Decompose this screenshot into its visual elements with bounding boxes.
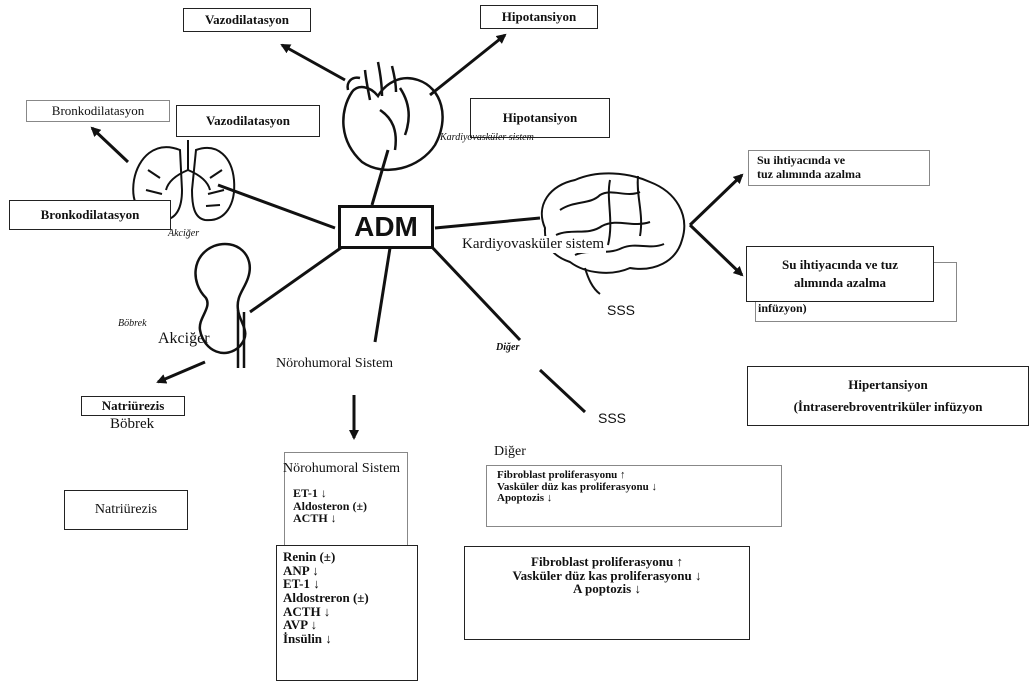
spoke-kidney — [249, 243, 346, 314]
norohumoral-big-item: AVP ↓ — [283, 617, 318, 633]
spoke-brain — [434, 216, 541, 230]
spoke-heart — [370, 149, 390, 206]
sss-lower-label: SSS — [598, 410, 627, 426]
arrow-hipotansiyon — [429, 33, 507, 97]
diger-big-item: A poptozis ↓ — [573, 581, 641, 597]
norohumoral-upper-label: Nörohumoral Sistem — [276, 356, 394, 371]
kardiyovaskuler-italic-caption: Kardiyovasküler sistem — [440, 132, 534, 143]
arrow-brain-upper — [688, 173, 744, 227]
norohumoral-big-item: Aldostreron (±) — [283, 589, 369, 605]
sss-upper-label: SSS — [607, 302, 636, 318]
brain-icon — [540, 172, 686, 295]
norohumoral-big-list: Renin (±) ANP ↓ ET-1 ↓ Aldostreron (±) A… — [283, 550, 411, 645]
arrow-brain-lower — [688, 223, 744, 277]
su-ihtiyaci-big-box: Su ihtiyacında ve tuz alımında azalma — [746, 246, 934, 302]
su-small-line1: Su ihtiyacında ve — [757, 153, 846, 167]
kardiyovaskuler-sistem-label: Kardiyovasküler sistem — [460, 236, 607, 253]
diger-big-box: Fibroblast proliferasyonu ↑ Vasküler düz… — [464, 546, 750, 640]
norohumoral-big-item: ET-1 ↓ — [283, 576, 320, 592]
vazodilatasyon-label-mid: Vazodilatasyon — [176, 105, 320, 137]
arrow-natriurezis — [156, 360, 206, 384]
diger-italic-caption: Diğer — [496, 342, 520, 353]
norohumoral-big-item: ACTH ↓ — [283, 603, 331, 619]
su-big-line1: Su ihtiyacında ve tuz — [782, 257, 898, 272]
su-big-line2: alımında azalma — [793, 275, 887, 290]
infuzyon-partial-text: infüzyon) — [758, 301, 807, 315]
diger-small-item: Vasküler düz kas proliferasyonu ↓ — [497, 480, 657, 493]
diger-big-item: Vasküler düz kas proliferasyonu ↓ — [512, 567, 702, 583]
bobrek-italic-caption: Böbrek — [118, 318, 147, 329]
kidney-icon — [194, 242, 251, 368]
su-ihtiyaci-small-box: Su ihtiyacında ve tuz alımında azalma — [748, 150, 930, 186]
heart-icon — [342, 61, 444, 171]
norohumoral-big-item: Renin (±) — [283, 549, 336, 564]
hipertansiyon-box: Hipertansiyon (İntraserebroventriküler i… — [747, 366, 1029, 426]
diger-small-item: Fibroblast proliferasyonu ↑ — [497, 469, 626, 481]
spoke-lung — [217, 183, 336, 230]
diger-small-box: Fibroblast proliferasyonu ↑ Vasküler düz… — [486, 465, 782, 527]
spoke-norohumoral — [373, 247, 392, 343]
diger-big-list: Fibroblast proliferasyonu ↑ Vasküler düz… — [471, 555, 743, 596]
spoke-diger — [428, 243, 522, 342]
norohumoral-big-item: İnsülin ↓ — [283, 630, 332, 646]
natriurezis-box: Natriürezis — [64, 490, 188, 530]
arrow-bronkodilatasyon — [90, 126, 130, 164]
norohumoral-big-item: ANP ↓ — [283, 562, 319, 578]
norohumoral-small-box: Nörohumoral Sistem ET-1 ↓ Aldosteron (±)… — [283, 452, 408, 548]
hipertansiyon-line2: (İntraserebroventriküler infüzyon — [793, 399, 983, 414]
norohumoral-small-item: ET-1 ↓ — [293, 486, 327, 500]
diger-big-item: Fibroblast proliferasyonu ↑ — [531, 554, 683, 569]
hipotansiyon-label-top: Hipotansiyon — [480, 5, 598, 29]
bronkodilatasyon-label-left: Bronkodilatasyon — [9, 200, 171, 230]
norohumoral-box-title: Nörohumoral Sistem — [283, 461, 401, 476]
hipotansiyon-label-mid: Hipotansiyon — [470, 98, 610, 138]
diger-small-item: Apoptozis ↓ — [497, 492, 553, 505]
su-small-line2: tuz alımında azalma — [757, 167, 861, 181]
diger-plain-label: Diğer — [494, 444, 526, 459]
natriurezis-small-box: Natriürezis — [81, 396, 185, 416]
norohumoral-small-item: Aldosteron (±) — [293, 498, 368, 513]
adm-center-box: ADM — [338, 205, 434, 249]
hipertansiyon-line1: Hipertansiyon — [848, 377, 928, 392]
arrow-vazodilatasyon — [280, 43, 346, 82]
norohumoral-big-box: Renin (±) ANP ↓ ET-1 ↓ Aldostreron (±) A… — [276, 545, 418, 681]
arrow-diger — [538, 368, 587, 414]
bobrek-plain-label: Böbrek — [110, 416, 155, 432]
akciger-plain-label: Akciğer — [158, 330, 210, 347]
norohumoral-small-list: ET-1 ↓ Aldosteron (±) ACTH ↓ — [293, 487, 367, 525]
bronkodilatasyon-label-top: Bronkodilatasyon — [26, 100, 170, 122]
norohumoral-small-item: ACTH ↓ — [293, 511, 337, 526]
akciger-italic-caption: Akciğer — [168, 228, 200, 239]
vazodilatasyon-label-top: Vazodilatasyon — [183, 8, 311, 32]
diger-small-list: Fibroblast proliferasyonu ↑ Vasküler düz… — [497, 469, 771, 505]
